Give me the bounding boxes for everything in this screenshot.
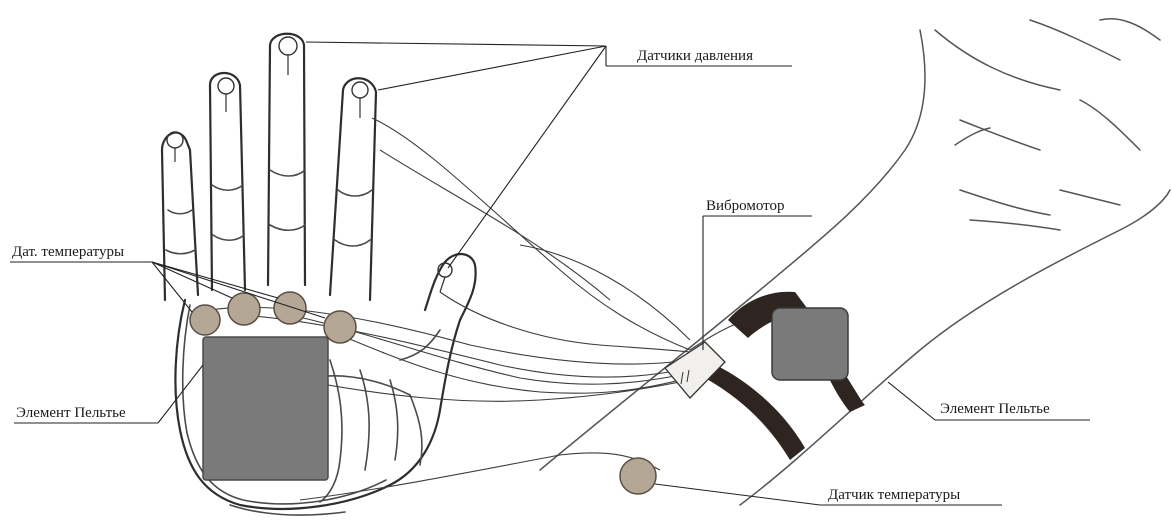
- peltier-element-forearm: [772, 308, 848, 380]
- temp-sensor-disc-1: [190, 305, 220, 335]
- pressure-sensor-ring: [218, 78, 234, 112]
- pressure-sensor-index: [352, 82, 368, 118]
- label-pressure-sensors: Датчики давления: [637, 48, 753, 64]
- temp-sensor-disc-2: [228, 293, 260, 325]
- forearm-sketch: [540, 19, 1170, 505]
- label-vibromotor: Вибромотор: [706, 198, 785, 214]
- label-temp-sensor: Датчик температуры: [828, 487, 960, 503]
- pressure-sensor-little: [167, 132, 183, 162]
- peltier-element-palm: [203, 337, 328, 480]
- leader-lines: [10, 42, 1090, 505]
- pressure-sensor-middle: [279, 37, 297, 75]
- label-peltier-left: Элемент Пельтье: [16, 405, 126, 421]
- temp-sensor-disc-3: [274, 292, 306, 324]
- label-temp-sensors: Дат. температуры: [12, 244, 124, 260]
- forearm-straps: [690, 292, 865, 460]
- temp-sensor-disc-wrist: [620, 458, 656, 494]
- label-peltier-right: Элемент Пельтье: [940, 401, 1050, 417]
- temp-sensor-disc-4: [324, 311, 356, 343]
